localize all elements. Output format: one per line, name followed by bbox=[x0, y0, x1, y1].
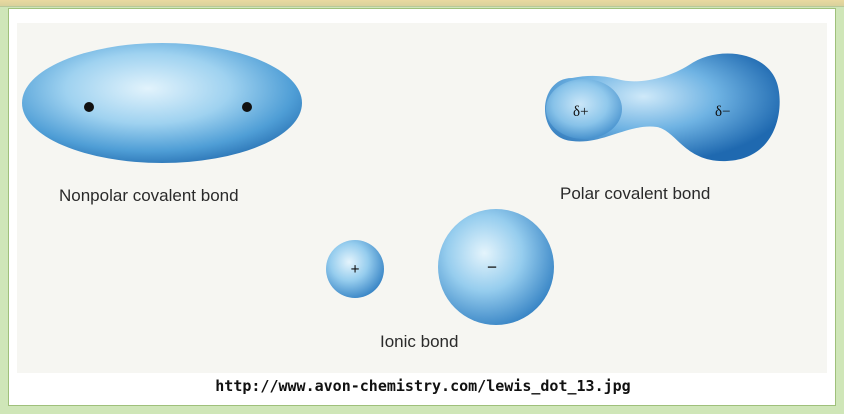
bond-types-figure: δ+ δ− + − Nonpolar covalent bond Polar c… bbox=[17, 23, 827, 373]
anion-sphere bbox=[438, 209, 554, 325]
ionic-bond-ions: + − bbox=[326, 209, 554, 325]
nonpolar-bond-cloud bbox=[22, 43, 302, 163]
ionic-bond-label: Ionic bond bbox=[380, 332, 459, 351]
cation-sphere bbox=[326, 240, 384, 298]
bond-diagram-svg: δ+ δ− + − bbox=[22, 43, 780, 325]
cation-sign: + bbox=[350, 261, 359, 278]
delta-positive-label: δ+ bbox=[573, 104, 589, 120]
electron-dot-right bbox=[242, 102, 252, 112]
source-url-caption: http://www.avon-chemistry.com/lewis_dot_… bbox=[215, 377, 631, 395]
polar-bond-cloud: δ+ δ− bbox=[544, 53, 780, 162]
nonpolar-bond-label: Nonpolar covalent bond bbox=[59, 186, 239, 205]
anion-sign: − bbox=[487, 257, 497, 277]
content-panel: δ+ δ− + − Nonpolar covalent bond Polar c… bbox=[8, 8, 836, 406]
polar-bond-label: Polar covalent bond bbox=[560, 184, 711, 203]
top-strip bbox=[0, 0, 844, 7]
delta-negative-label: δ− bbox=[715, 104, 731, 120]
electron-dot-left bbox=[84, 102, 94, 112]
